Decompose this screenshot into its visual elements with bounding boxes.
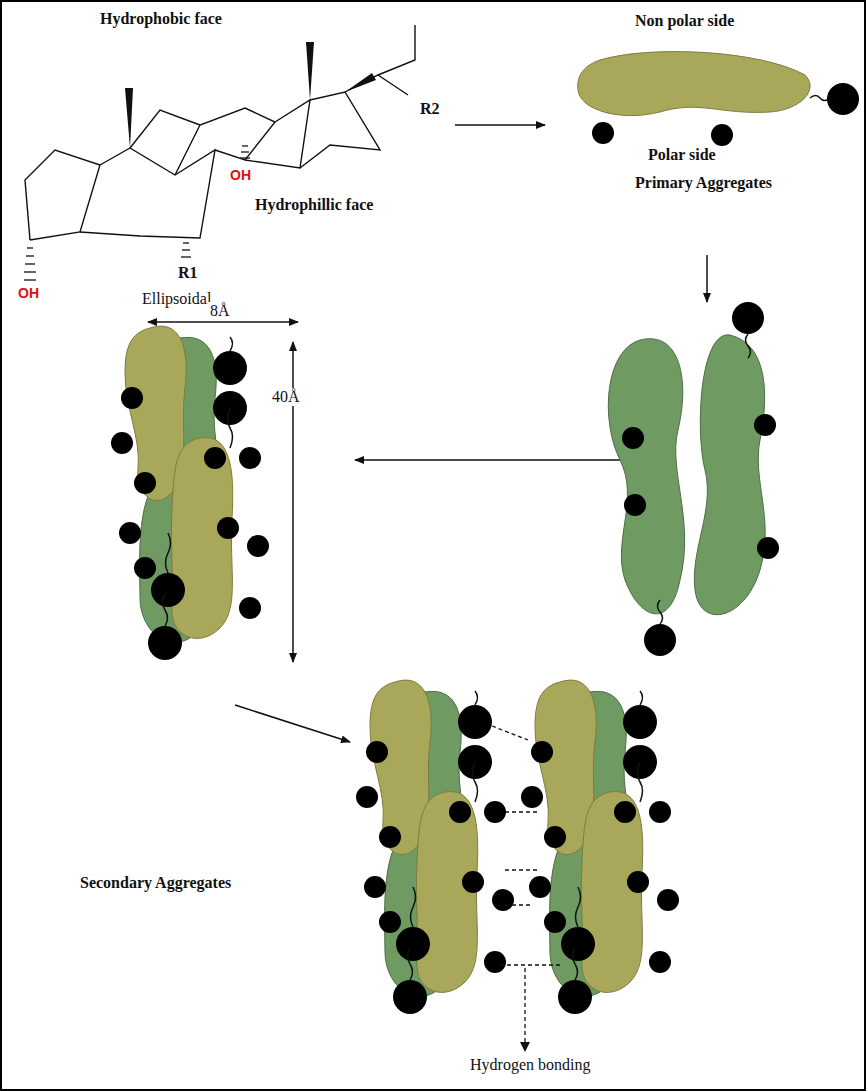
face-label: Hydrophillic face bbox=[255, 196, 373, 214]
face-label: Hydrophobic face bbox=[100, 10, 222, 28]
stage-label: Primary Aggregates bbox=[635, 174, 772, 192]
bond-label: Hydrogen bonding bbox=[470, 1056, 590, 1074]
dimension-label: 8Å bbox=[208, 302, 232, 320]
substituent-label: R1 bbox=[178, 264, 198, 282]
hydroxyl-label: OH bbox=[18, 286, 39, 301]
substituent-label: R2 bbox=[420, 100, 440, 118]
side-label: Polar side bbox=[648, 146, 716, 164]
hydroxyl-label: OH bbox=[230, 168, 251, 183]
shape-label: Ellipsoidal bbox=[142, 290, 211, 308]
stage-label: Secondary Aggregates bbox=[80, 874, 231, 892]
dimension-label: 40Å bbox=[270, 388, 302, 406]
side-label: Non polar side bbox=[635, 12, 734, 30]
